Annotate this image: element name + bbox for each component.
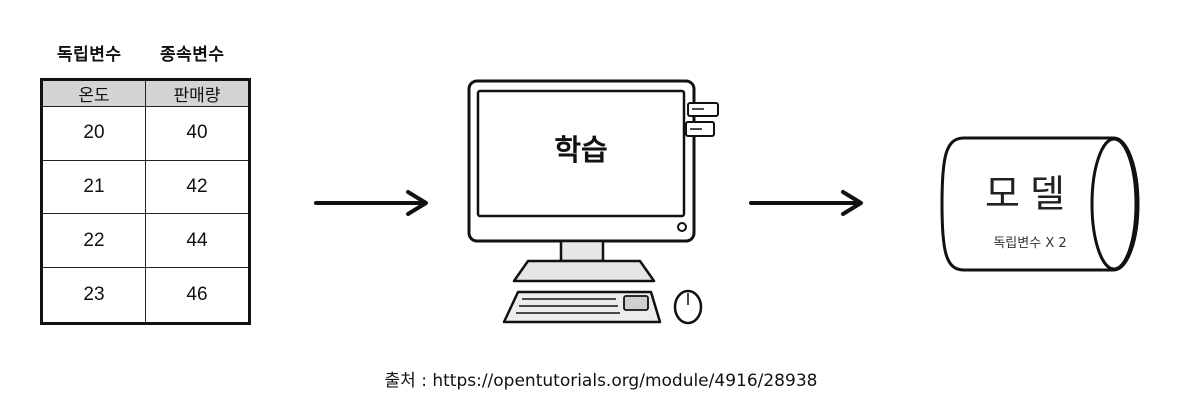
independent-variable-header: 독립변수 — [57, 45, 122, 65]
table-cell: 40 — [145, 106, 250, 161]
computer-icon — [467, 79, 719, 325]
mouse-icon — [673, 289, 703, 325]
cylinder-icon — [940, 136, 1140, 272]
right-arrow-icon — [749, 190, 863, 216]
column-header-temperature: 온도 — [41, 79, 146, 107]
table-row: 22 44 — [41, 213, 250, 268]
dependent-variable-header: 종속변수 — [160, 45, 225, 65]
table-row: 23 46 — [41, 266, 250, 325]
training-label: 학습 — [554, 133, 608, 167]
right-arrow-icon — [314, 190, 428, 216]
table-cell: 42 — [145, 159, 250, 215]
data-table: 온도 판매량 20 40 21 42 22 44 23 46 — [40, 78, 251, 325]
table-cell: 21 — [41, 159, 146, 215]
table-cell: 46 — [145, 266, 250, 325]
table-cell: 22 — [41, 213, 146, 268]
column-header-sales: 판매량 — [145, 79, 250, 107]
table-cell: 44 — [145, 213, 250, 268]
model-title: 모델 — [985, 172, 1075, 216]
keyboard-icon — [502, 290, 662, 324]
table-row: 21 42 — [41, 159, 250, 215]
table-cell: 23 — [41, 266, 146, 325]
source-caption: 출처 : https://opentutorials.org/module/49… — [384, 371, 818, 391]
table-cell: 20 — [41, 106, 146, 161]
table-header-row: 온도 판매량 — [41, 79, 250, 107]
table-row: 20 40 — [41, 106, 250, 161]
model-subtitle: 독립변수 X 2 — [993, 236, 1067, 251]
